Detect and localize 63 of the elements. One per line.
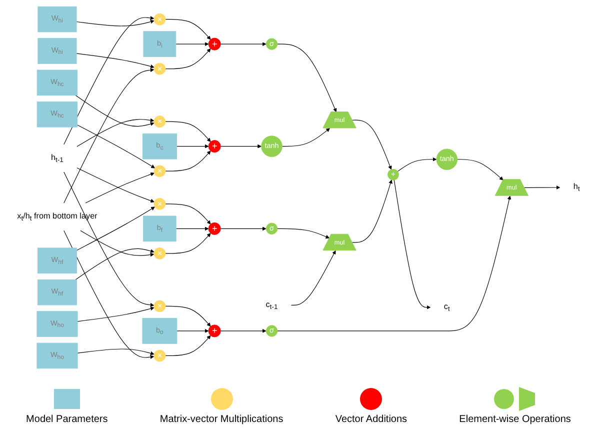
arrow	[80, 230, 154, 257]
arrow	[64, 172, 154, 307]
node-text: h$_{t-1}$	[51, 152, 64, 164]
arrow	[220, 328, 266, 333]
arrow	[76, 168, 154, 203]
arrow	[176, 226, 209, 231]
node-circle: +	[208, 222, 221, 235]
arrow	[277, 44, 337, 112]
arrow	[397, 157, 437, 172]
arrow	[76, 206, 155, 251]
node-circle: ×	[154, 300, 166, 312]
arrow	[165, 19, 211, 40]
node-circle: ×	[154, 116, 166, 128]
arrow	[277, 196, 512, 332]
node-circle: +	[208, 38, 221, 50]
arrow	[282, 128, 330, 147]
arrow	[277, 228, 330, 239]
arrow	[176, 144, 209, 148]
arrow	[176, 328, 209, 333]
arrow	[75, 95, 154, 127]
arrow	[165, 48, 211, 70]
arrow	[77, 306, 154, 322]
arrow	[457, 159, 504, 180]
arrow	[64, 230, 154, 359]
legend-label: Element-wise Operations	[459, 414, 571, 425]
arrow	[352, 120, 392, 170]
arrow	[85, 172, 154, 204]
node-circle: ×	[154, 13, 166, 26]
arrow	[220, 42, 266, 46]
node-text: c$_{t-1}$	[266, 300, 278, 311]
node-circle: ×	[154, 62, 166, 75]
arrow	[75, 248, 154, 280]
node-circle: ×	[154, 350, 166, 362]
arrow	[220, 226, 266, 231]
node-circle: +	[208, 140, 221, 153]
legend-label: Vector Additions	[335, 414, 408, 425]
arrow	[524, 186, 560, 190]
arrow	[165, 306, 211, 327]
arrow	[64, 16, 154, 145]
node-circle: +	[208, 324, 221, 338]
arrow	[76, 53, 154, 68]
node-circle: ×	[154, 247, 166, 260]
arrow	[165, 335, 211, 356]
node-circle: ×	[154, 165, 166, 178]
arrow	[77, 124, 155, 168]
arrow	[165, 150, 211, 172]
arrow	[76, 118, 154, 147]
arrow	[165, 233, 211, 254]
node-text: h$_{t}$	[573, 182, 580, 193]
arrow	[64, 68, 154, 204]
arrow	[76, 20, 154, 26]
legend-label: Matrix-vector Multiplications	[160, 414, 284, 425]
arrow	[220, 144, 262, 148]
arrow	[165, 121, 211, 142]
node-text: c$_{t}$	[444, 302, 450, 313]
arrow	[165, 204, 211, 224]
arrow	[77, 348, 154, 356]
arrow	[352, 180, 392, 243]
legend-label: Model Parameters	[26, 414, 108, 425]
arrow	[291, 250, 336, 306]
node-circle: ×	[154, 198, 166, 210]
arrow	[394, 180, 431, 310]
arrow	[176, 42, 209, 46]
